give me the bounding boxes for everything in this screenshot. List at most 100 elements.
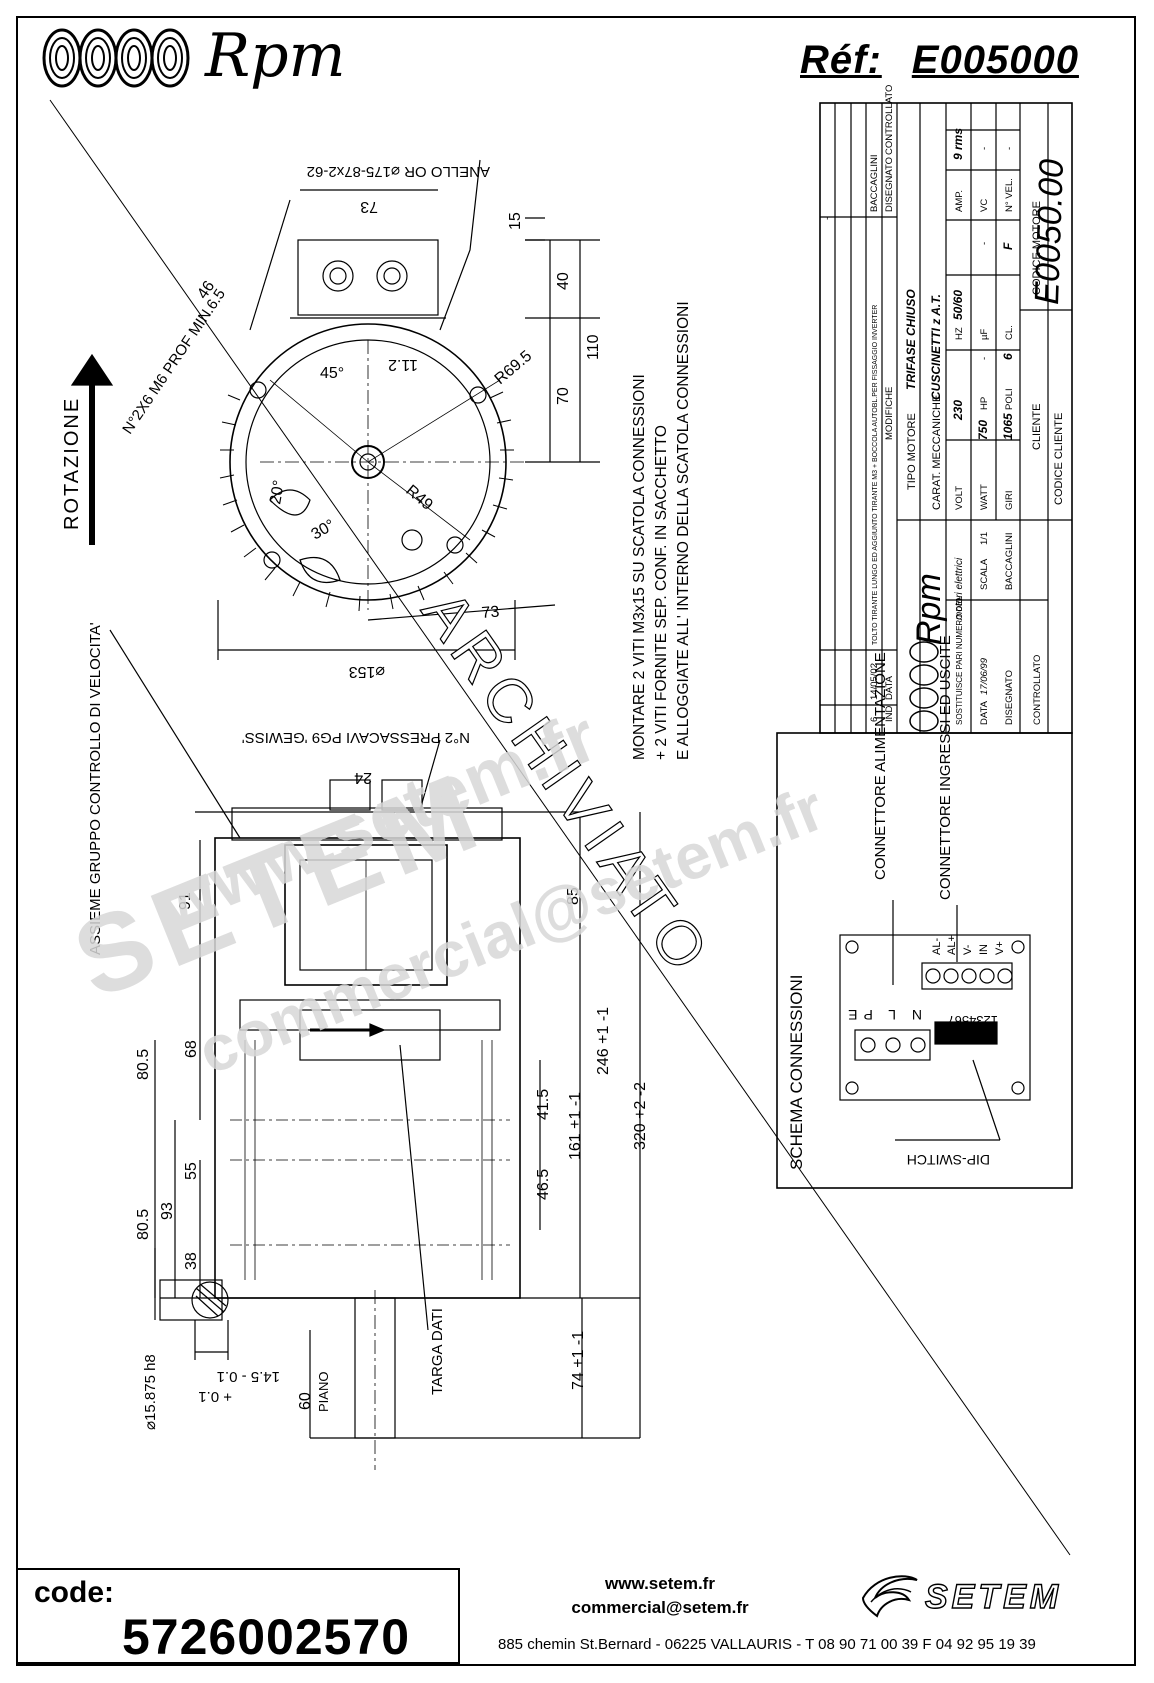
- tb-sostituisce-value: -: [954, 597, 965, 600]
- tb-giri-value: 1065: [1001, 413, 1015, 440]
- io-pin-al-plus: AL+: [946, 935, 958, 955]
- mounting-note-2: + 2 VITI FORNITE SEP. CONF. IN SACCHETTO: [653, 425, 670, 760]
- dim-93: 93: [159, 1202, 176, 1220]
- dim-246: 246 +1 -1: [595, 1007, 612, 1075]
- tb-controllato-label: CONTROLLATO: [1032, 655, 1043, 725]
- dim-320: 320 +2 -2: [632, 1082, 649, 1150]
- tb-rev-data: 14/05/02: [869, 663, 880, 700]
- tb-volt-value: 230: [951, 400, 965, 421]
- tb-scala-label: SCALA: [979, 558, 990, 590]
- connettore-io-label: CONNETTORE INGRESSI ED USCITE: [937, 635, 954, 900]
- front-view: [217, 159, 600, 660]
- shaft-key-dim: 14.5 - 0.1: [217, 1368, 280, 1385]
- holes-note: N°2X6 M6 PROF MIN.6.5: [119, 286, 229, 437]
- tb-amp-value: 9 rms: [951, 128, 965, 160]
- cable-gland-note: N°2 PRESSACAVI PG9 'GEWISS': [242, 729, 470, 746]
- dim-60: 60: [297, 1392, 314, 1410]
- dim-85: 85: [565, 887, 582, 905]
- tb-header-disegnato: DISEGNATO: [884, 157, 895, 212]
- tb-poli-label: POLI: [1004, 388, 1015, 410]
- tb-uf-label: µF: [979, 329, 990, 340]
- tb-data-label: DATA: [979, 700, 990, 725]
- shaft-diameter: ⌀15.875 h8: [142, 1354, 159, 1430]
- dim-55: 55: [183, 1162, 200, 1180]
- tb-disegnato-value: BACCAGLINI: [1004, 532, 1015, 590]
- drawing-frame: [16, 16, 1136, 1666]
- tb-rev-ind: 6: [869, 717, 880, 722]
- schema-connessioni: [776, 732, 1073, 1189]
- tb-header-modifiche: MODIFICHE: [884, 387, 895, 440]
- code-box: code: 5726002570: [16, 1568, 460, 1665]
- dim-73-top: 73: [360, 198, 378, 215]
- rpm-logo-icon: [42, 28, 190, 88]
- tb-logo-icon: [909, 641, 939, 732]
- tb-cl-value: F: [1001, 242, 1015, 250]
- tb-volt-label: VOLT: [954, 486, 965, 510]
- dim-r49: R49: [402, 482, 435, 514]
- nameplate-label: TARGA DATI: [429, 1308, 446, 1395]
- tb-company-sub: motori elettrici: [954, 557, 965, 620]
- tb-vc-label: VC: [979, 199, 990, 212]
- dim-30deg: 30°: [309, 517, 338, 544]
- io-pin-v-minus: V-: [962, 944, 974, 955]
- company-address: 885 chemin St.Bernard - 06225 VALLAURIS …: [498, 1636, 1036, 1653]
- dim-15: 15: [507, 212, 524, 230]
- dim-41-5: 41.5: [535, 1089, 552, 1120]
- tb-company-name: Rpm: [910, 573, 948, 645]
- dim-40: 40: [555, 272, 572, 290]
- tb-nvel-label: N° VEL.: [1004, 178, 1015, 212]
- tb-codice-motore-value: E0050.00: [1028, 158, 1071, 305]
- mounting-note-3: E ALLOGGIATE ALL' INTERNO DELLA SCATOLA …: [675, 301, 692, 760]
- rotation-label: ROTAZIONE: [61, 397, 83, 530]
- schema-title: SCHEMA CONNESSIONI: [787, 974, 806, 1170]
- tb-hp-value: -: [979, 357, 990, 360]
- setem-swoosh-icon: [861, 1575, 918, 1618]
- tb-scala-value: 1/1: [979, 532, 990, 545]
- ref-label: Réf:: [800, 38, 882, 82]
- tb-uf-value: -: [979, 242, 990, 245]
- tb-cliente-label: CLIENTE: [1031, 404, 1043, 450]
- dim-11-2: 11.2: [388, 356, 418, 373]
- code-label: code:: [34, 1576, 115, 1609]
- tb-giri-label: GIRI: [1004, 490, 1015, 510]
- website-link[interactable]: www.setem.fr: [605, 1574, 715, 1593]
- tb-watt-value: 750: [976, 420, 990, 440]
- gland-note: ANELLO OR ⌀175-87x2-62: [307, 163, 490, 180]
- title-block-grid: [819, 102, 1073, 734]
- email-link[interactable]: commercial@setem.fr: [571, 1598, 749, 1617]
- dim-24: 24: [354, 769, 372, 786]
- dim-38: 38: [183, 1252, 200, 1270]
- io-pin-v-plus: V+: [994, 941, 1006, 955]
- dim-70: 70: [555, 387, 572, 405]
- reference-number: Réf: E005000: [800, 38, 1079, 83]
- tb-poli-value: 6: [1001, 353, 1015, 360]
- shaft-section: [154, 1248, 229, 1360]
- tb-hz-value: 50/60: [951, 290, 965, 320]
- tb-rev-blank-1: -: [822, 217, 833, 220]
- tb-carat-label: CARAT. MECCANICHE: [931, 395, 943, 510]
- dip-switch-label: DIP-SWITCH: [907, 1152, 990, 1168]
- dim-68: 68: [183, 1040, 200, 1058]
- tb-amp-label: AMP.: [954, 190, 965, 212]
- power-pins-label: N L PE: [842, 1007, 922, 1023]
- dim-161: 161 +1 -1: [567, 1092, 584, 1160]
- tb-data-value: 17/06/99: [979, 657, 990, 695]
- tb-tipo-motore-label: TIPO MOTORE: [906, 413, 918, 490]
- dim-45deg: 45°: [320, 365, 344, 382]
- tb-cl-label: CL.: [1004, 325, 1015, 340]
- tb-header-ind: IND: [884, 706, 895, 723]
- contact-block: www.setem.fr commercial@setem.fr: [540, 1572, 780, 1620]
- code-value: 5726002570: [122, 1609, 411, 1665]
- tb-vc-value: -: [979, 147, 990, 150]
- tb-watt-label: WATT: [979, 484, 990, 510]
- dim-91: 91: [177, 892, 194, 910]
- tb-codice-motore-label: CODICE MOTORE: [1031, 201, 1043, 295]
- dim-110: 110: [585, 334, 602, 360]
- tb-sostituisce-label: SOSTITUISCE PARI NUMERO DEL: [955, 595, 964, 725]
- tb-carat-value: CUSCINETTI z A.T.: [929, 294, 943, 400]
- ref-value: E005000: [911, 38, 1079, 82]
- tb-nvel-value: -: [1004, 147, 1015, 150]
- shaft-key-tol: + 0.1: [198, 1388, 232, 1405]
- tb-header-controllato: CONTROLLATO: [884, 85, 895, 155]
